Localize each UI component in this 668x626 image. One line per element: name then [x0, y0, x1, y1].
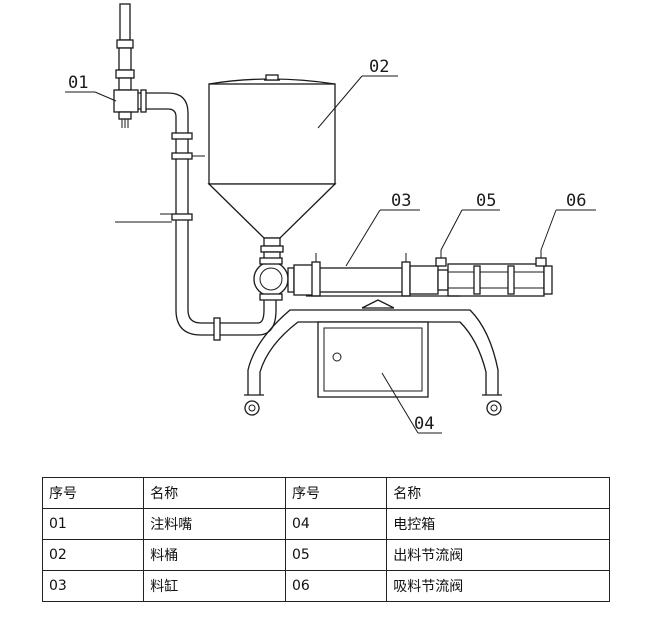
pump-housing	[253, 257, 315, 301]
header-cell: 名称	[143, 477, 286, 509]
table-cell: 05	[284, 539, 388, 571]
label-hopper: 02	[369, 57, 389, 77]
filling-machine-diagram: 01 02 03 04 05 06	[65, 3, 596, 434]
material-cylinder	[311, 253, 439, 297]
stand-frame	[244, 295, 502, 416]
label-nozzle: 01	[68, 73, 88, 93]
table-cell: 01	[41, 508, 145, 540]
label-cylinder: 03	[391, 191, 411, 211]
return-pipe	[115, 89, 277, 341]
label-suction-valve: 06	[566, 191, 586, 211]
table-cell: 注料嘴	[143, 508, 286, 540]
air-cylinder	[435, 250, 553, 297]
table-cell: 料缸	[143, 570, 286, 602]
label-control-box: 04	[414, 414, 434, 434]
control-box	[317, 321, 429, 398]
leader-lines	[65, 75, 596, 434]
header-cell: 名称	[386, 477, 610, 509]
parts-table: 序号 名称 序号 名称 01 注料嘴 04 电控箱 02 料桶 05 出料节流阀…	[41, 477, 610, 602]
table-cell: 吸料节流阀	[386, 570, 610, 602]
header-cell: 序号	[41, 477, 145, 509]
table-cell: 电控箱	[386, 508, 610, 540]
table-cell: 出料节流阀	[386, 539, 610, 571]
table-row: 02 料桶 05 出料节流阀	[41, 539, 610, 571]
table-cell: 06	[284, 570, 388, 602]
header-cell: 序号	[284, 477, 388, 509]
table-header-row: 序号 名称 序号 名称	[41, 477, 610, 509]
table-cell: 料桶	[143, 539, 286, 571]
table-cell: 04	[284, 508, 388, 540]
table-cell: 03	[41, 570, 145, 602]
table-cell: 02	[41, 539, 145, 571]
table-row: 01 注料嘴 04 电控箱	[41, 508, 610, 540]
label-outlet-valve: 05	[476, 191, 496, 211]
filling-nozzle	[113, 3, 139, 128]
hopper	[207, 74, 337, 261]
table-row: 03 料缸 06 吸料节流阀	[41, 570, 610, 602]
